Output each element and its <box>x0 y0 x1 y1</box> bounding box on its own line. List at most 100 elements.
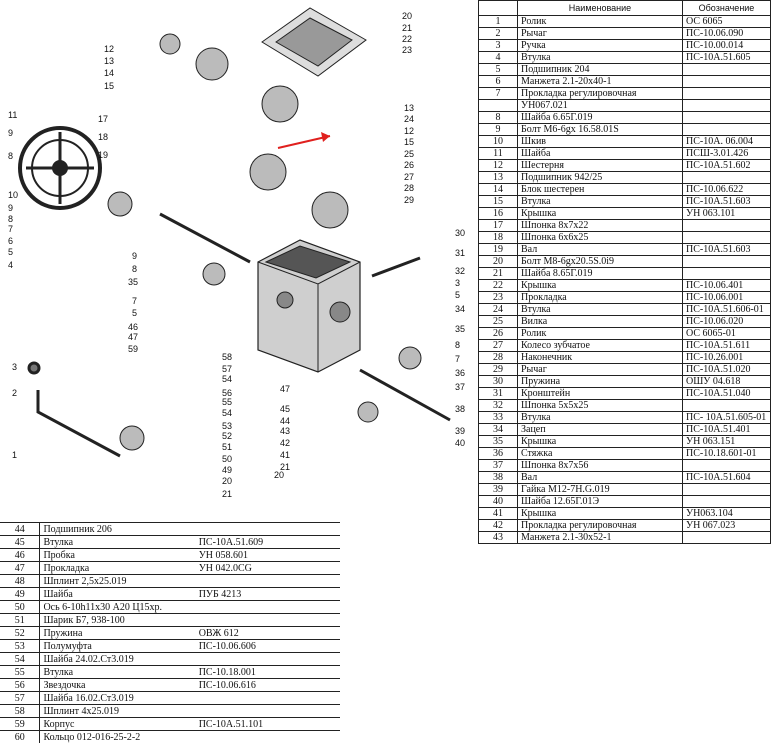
callout-number: 32 <box>455 266 465 276</box>
part-code <box>682 459 771 472</box>
part-name: Ось 6-10h11х30 А20 Ц15хр. <box>39 600 196 614</box>
part-code: ПС-10А.51.606-01 <box>682 303 771 316</box>
part-number: 25 <box>478 315 518 328</box>
part-code: УН 058.601 <box>195 548 340 562</box>
part-code <box>195 574 340 588</box>
part-code: ПУБ 4213 <box>195 587 340 601</box>
part-name: Шайба <box>517 147 683 160</box>
callout-number: 25 <box>404 149 414 159</box>
part-code <box>195 522 340 536</box>
part-number: 59 <box>0 717 41 731</box>
part-name: Шайба <box>39 587 196 601</box>
part-number: 58 <box>0 704 41 718</box>
part-code <box>682 99 771 112</box>
part-number: 10 <box>478 135 518 148</box>
exploded-view-diagram: 2021222312131415132412152526272829119817… <box>8 7 465 499</box>
part-code <box>682 495 771 508</box>
part-name: Вал <box>517 243 683 256</box>
part-code: ПС-10.06.001 <box>682 291 771 304</box>
callout-number: 27 <box>404 172 414 182</box>
callout-number: 23 <box>402 45 412 55</box>
callout-number: 44 <box>280 416 290 426</box>
part-name: Подшипник 942/25 <box>517 171 683 184</box>
part-number: 26 <box>478 327 518 340</box>
part-code: ПС-10.18.601-01 <box>682 447 771 460</box>
callout-number: 19 <box>98 150 108 160</box>
part-name: Вал <box>517 471 683 484</box>
callout-number: 15 <box>404 137 414 147</box>
part-code: ПС-10.06.622 <box>682 183 771 196</box>
part-name: Кольцо 012-016-25-2-2 <box>39 730 196 743</box>
part-code: ПС-10А.51.602 <box>682 159 771 172</box>
callout-number: 9 <box>8 203 13 213</box>
callout-number: 10 <box>8 190 18 200</box>
part-number: 8 <box>478 111 518 124</box>
part-name: Ручка <box>517 39 683 52</box>
part-code <box>195 704 340 718</box>
callout-number: 53 <box>222 421 232 431</box>
callout-number: 21 <box>402 23 412 33</box>
gears <box>107 33 422 451</box>
part-code: ПС-10А.51.040 <box>682 387 771 400</box>
part-code: ОС 6065-01 <box>682 327 771 340</box>
part-name: Полумуфта <box>39 639 196 653</box>
part-name: Шпонка 8х7х22 <box>517 219 683 232</box>
callout-number: 8 <box>8 151 13 161</box>
callout-number: 28 <box>404 183 414 193</box>
part-name: УН067.021 <box>517 99 683 112</box>
part-code: УН063.104 <box>682 507 771 520</box>
callout-number: 5 <box>8 247 13 257</box>
part-code: ПСШ-3.01.426 <box>682 147 771 160</box>
part-code: ПС-10А.51.605 <box>682 51 771 64</box>
callout-number: 56 <box>222 388 232 398</box>
part-code: УН 042.0CG <box>195 561 340 575</box>
part-code <box>682 111 771 124</box>
part-number: 29 <box>478 363 518 376</box>
part-name: Зацеп <box>517 423 683 436</box>
part-number: 7 <box>478 87 518 100</box>
callout-number: 50 <box>222 454 232 464</box>
part-name: Ролик <box>517 15 683 28</box>
part-name: Втулка <box>39 665 196 679</box>
callout-number: 51 <box>222 442 232 452</box>
callout-number: 57 <box>222 364 232 374</box>
callout-number: 11 <box>8 110 17 120</box>
part-name: Прокладка <box>517 291 683 304</box>
part-name: Рычаг <box>517 27 683 40</box>
part-number: 17 <box>478 219 518 232</box>
header-name: Наименование <box>517 0 683 16</box>
part-code: ПС-10.26.001 <box>682 351 771 364</box>
part-code <box>682 483 771 496</box>
callout-number: 9 <box>8 128 13 138</box>
part-code: ОВЖ 612 <box>195 626 340 640</box>
part-number: 19 <box>478 243 518 256</box>
part-name: Шарик Б7, 938-100 <box>39 613 196 627</box>
part-number: 34 <box>478 423 518 436</box>
callout-number: 12 <box>404 126 414 136</box>
part-code <box>682 231 771 244</box>
part-name: Блок шестерен <box>517 183 683 196</box>
